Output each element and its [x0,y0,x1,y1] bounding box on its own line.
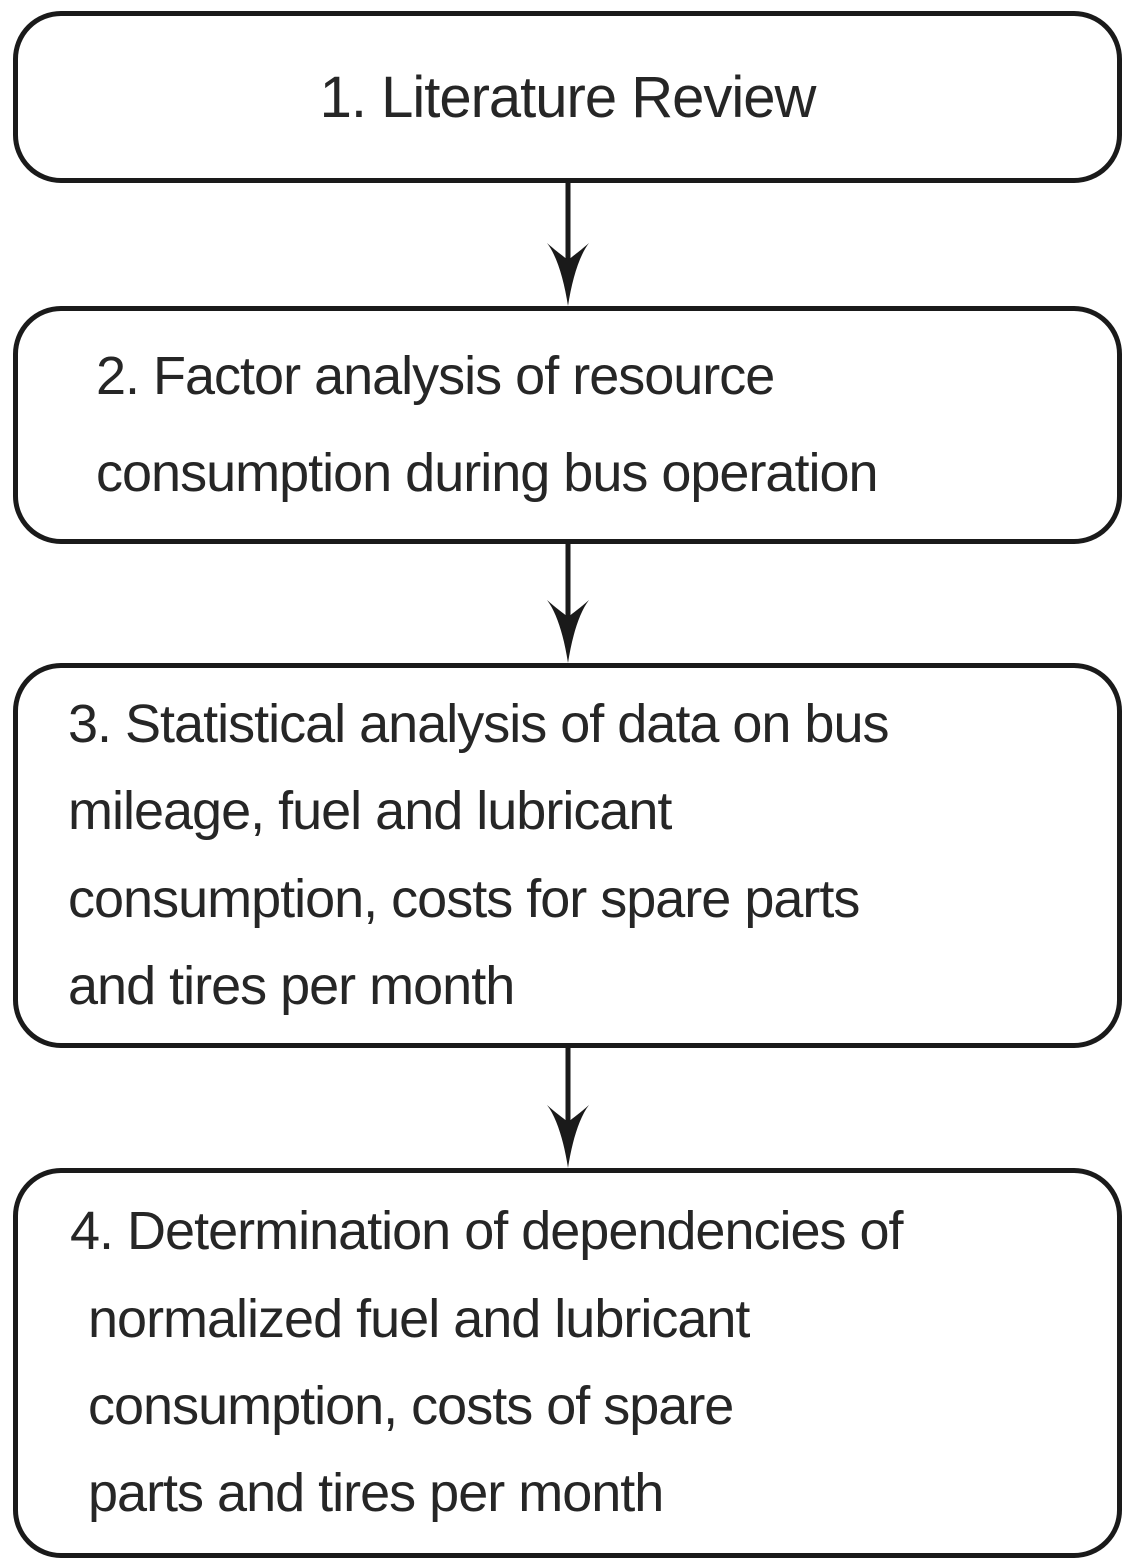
step-3-line-4: and tires per month [68,955,515,1016]
step-4-line-1: 4. Determination of dependencies of [70,1201,904,1262]
connector-3 [13,1048,1122,1168]
connector-1 [13,183,1122,306]
step-3-line-2: mileage, fuel and lubricant [68,781,672,842]
step-3-box: 3. Statistical analysis of data on bus m… [13,663,1122,1048]
step-2-line-2: consumption during bus operation [96,443,879,503]
step-4-line-3: consumption, costs of spare [88,1376,734,1436]
step-2-box: 2. Factor analysis of resource consumpti… [13,306,1122,544]
step-4-line-2: normalized fuel and lubricant [88,1288,750,1349]
arrow-down-icon [546,544,589,663]
step-1-box: 1. Literature Review [13,11,1122,183]
step-4-line-4: parts and tires per month [88,1463,664,1524]
arrow-down-icon [546,183,589,306]
connector-2 [13,544,1122,663]
step-2-line-1: 2. Factor analysis of resource [96,345,775,406]
step-4-box: 4. Determination of dependencies of norm… [13,1168,1122,1558]
step-1-line-1: 1. Literature Review [319,64,817,130]
step-3-line-1: 3. Statistical analysis of data on bus [68,693,890,754]
arrow-down-icon [546,1048,589,1168]
step-3-line-3: consumption, costs for spare parts [68,868,860,929]
